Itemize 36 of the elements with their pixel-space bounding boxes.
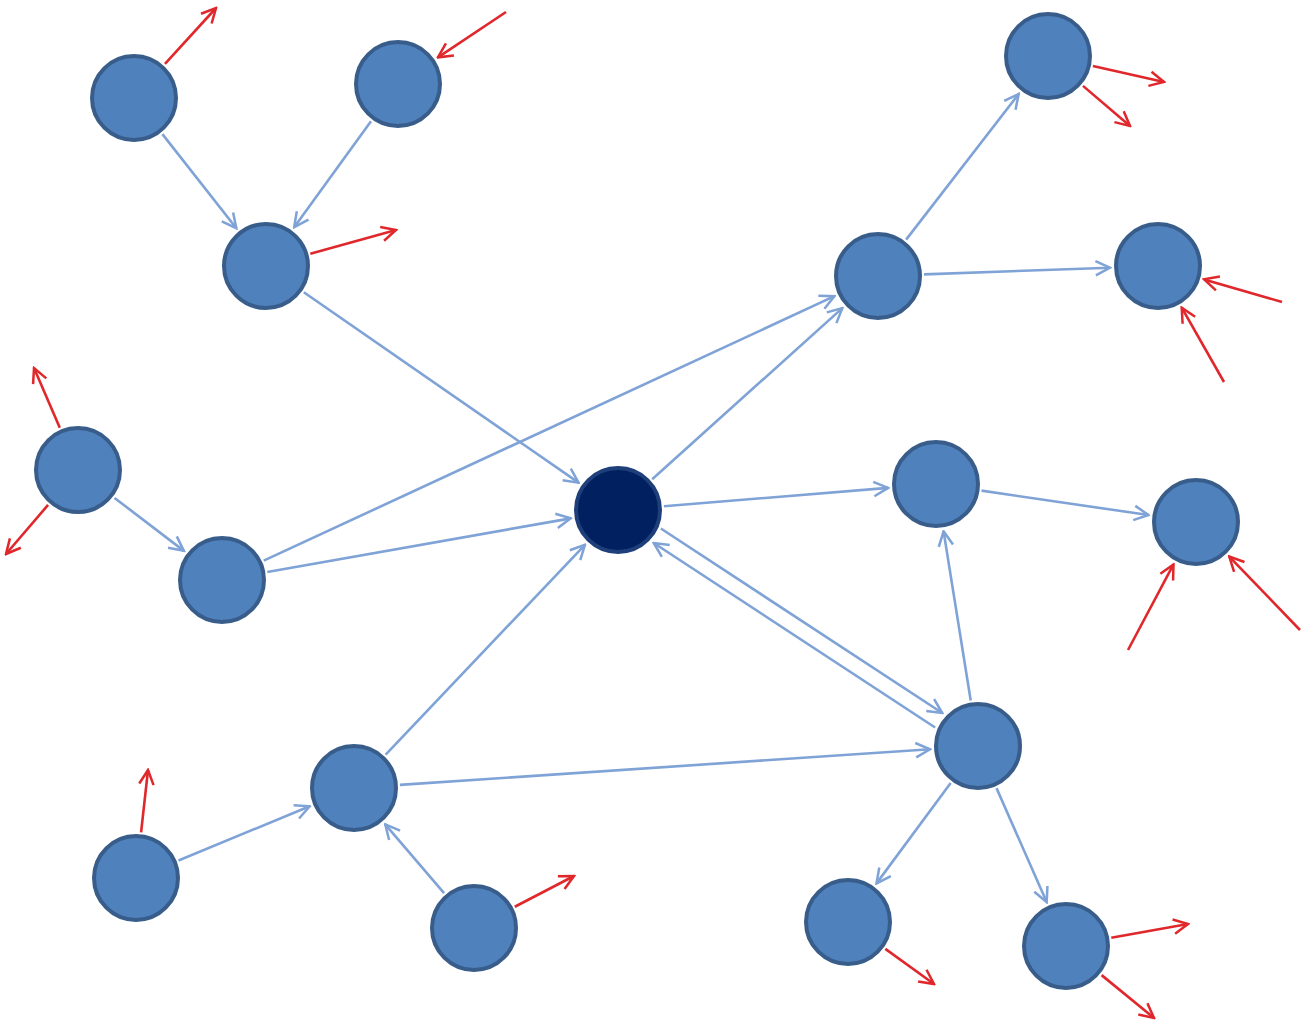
- arrow: [1228, 555, 1301, 631]
- arrow: [4, 504, 50, 556]
- arrow: [663, 480, 890, 508]
- arrow: [267, 512, 572, 574]
- arrow: [164, 6, 218, 65]
- arrow: [1111, 918, 1190, 940]
- arrow: [514, 874, 576, 908]
- arrow: [310, 225, 398, 255]
- arrow: [1100, 974, 1156, 1020]
- arrow: [31, 366, 61, 429]
- arrow: [292, 120, 373, 229]
- arrow: [923, 259, 1112, 277]
- arrow: [995, 787, 1049, 904]
- arrow: [1126, 563, 1175, 651]
- arrow: [884, 947, 936, 986]
- arrow: [875, 782, 952, 885]
- arrow: [113, 496, 186, 553]
- arrow: [1082, 84, 1132, 128]
- arrow: [1180, 306, 1226, 383]
- arrow: [660, 527, 944, 715]
- arrow: [905, 92, 1020, 241]
- arrow: [263, 294, 836, 562]
- arrow: [1202, 275, 1283, 304]
- arrow: [384, 543, 587, 756]
- arrow: [436, 10, 507, 59]
- arrow: [1092, 64, 1166, 88]
- arrow: [651, 306, 844, 481]
- arrow: [652, 541, 936, 729]
- arrow: [138, 768, 155, 833]
- arrow: [303, 291, 580, 484]
- arrow: [399, 741, 932, 787]
- arrow: [937, 530, 972, 701]
- arrow: [981, 489, 1150, 522]
- arrow: [178, 803, 311, 862]
- arrow: [161, 133, 238, 230]
- arrow: [384, 823, 446, 894]
